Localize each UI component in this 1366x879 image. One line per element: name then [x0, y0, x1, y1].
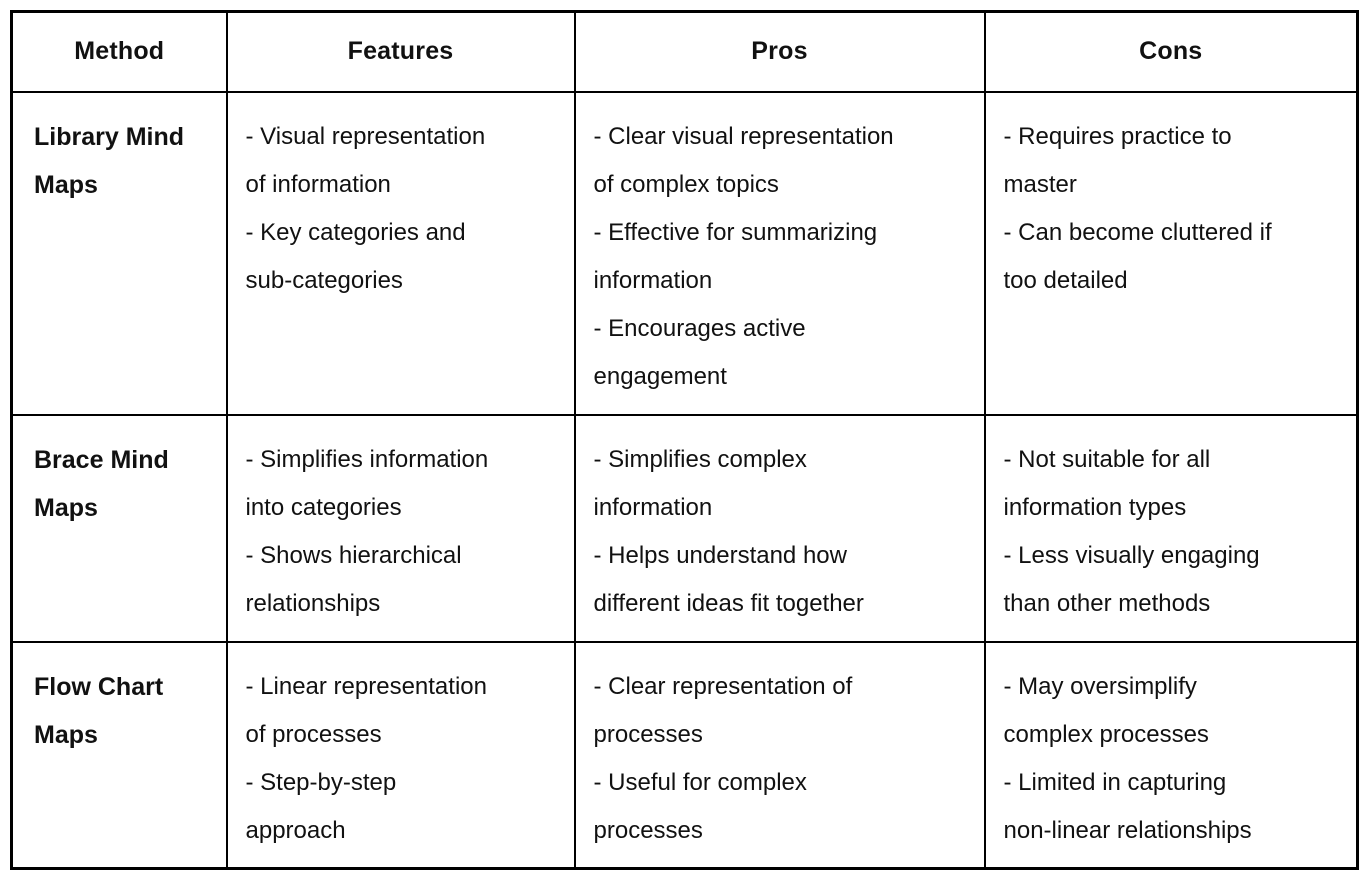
bullet-item: - Visual representation of information: [245, 122, 486, 198]
bullet-item: - Simplifies complex information: [593, 445, 807, 521]
bullet-item: - Simplifies information into categories: [245, 445, 489, 521]
column-header-cons: Cons: [983, 10, 1359, 93]
pros-cell: - Clear representation of processes - Use…: [573, 640, 986, 869]
table-row: Flow Chart Maps - Linear representation …: [10, 640, 1359, 869]
bullet-item: - May oversimplify complex processes: [1003, 672, 1209, 748]
table-row: Library Mind Maps - Visual representatio…: [10, 90, 1359, 416]
comparison-table: Method Features Pros Cons Library Mind M…: [10, 10, 1359, 870]
table-row: Brace Mind Maps - Simplifies information…: [10, 413, 1359, 643]
bullet-item: - Limited in capturing non-linear relati…: [1003, 768, 1252, 844]
bullet-item: - Effective for summarizing information: [593, 218, 878, 294]
table-header-row: Method Features Pros Cons: [10, 10, 1359, 93]
column-header-pros: Pros: [573, 10, 986, 93]
bullet-item: - Helps understand how different ideas f…: [593, 541, 864, 617]
column-header-features: Features: [225, 10, 576, 93]
bullet-item: - Less visually engaging than other meth…: [1003, 541, 1260, 617]
pros-cell: - Clear visual representation of complex…: [573, 90, 986, 416]
method-name-cell: Brace Mind Maps: [10, 413, 228, 643]
bullet-item: - Shows hierarchical relationships: [245, 541, 462, 617]
cons-cell: - Not suitable for all information types…: [983, 413, 1359, 643]
bullet-item: - Can become cluttered if too detailed: [1003, 218, 1272, 294]
cons-cell: - Requires practice to master - Can becom…: [983, 90, 1359, 416]
bullet-item: - Step-by-step approach: [245, 768, 397, 844]
pros-cell: - Simplifies complex information - Helps …: [573, 413, 986, 643]
bullet-item: - Not suitable for all information types: [1003, 445, 1211, 521]
column-header-method: Method: [10, 10, 228, 93]
cons-cell: - May oversimplify complex processes - Li…: [983, 640, 1359, 869]
features-cell: - Simplifies information into categories…: [225, 413, 576, 643]
features-cell: - Visual representation of information - …: [225, 90, 576, 416]
bullet-item: - Linear representation of processes: [245, 672, 487, 748]
bullet-item: - Encourages active engagement: [593, 314, 806, 390]
bullet-item: - Useful for complex processes: [593, 768, 807, 844]
features-cell: - Linear representation of processes - St…: [225, 640, 576, 869]
bullet-item: - Requires practice to master: [1003, 122, 1232, 198]
bullet-item: - Key categories and sub-categories: [245, 218, 466, 294]
bullet-item: - Clear visual representation of complex…: [593, 122, 894, 198]
method-name-cell: Flow Chart Maps: [10, 640, 228, 869]
method-name-cell: Library Mind Maps: [10, 90, 228, 416]
bullet-item: - Clear representation of processes: [593, 672, 853, 748]
